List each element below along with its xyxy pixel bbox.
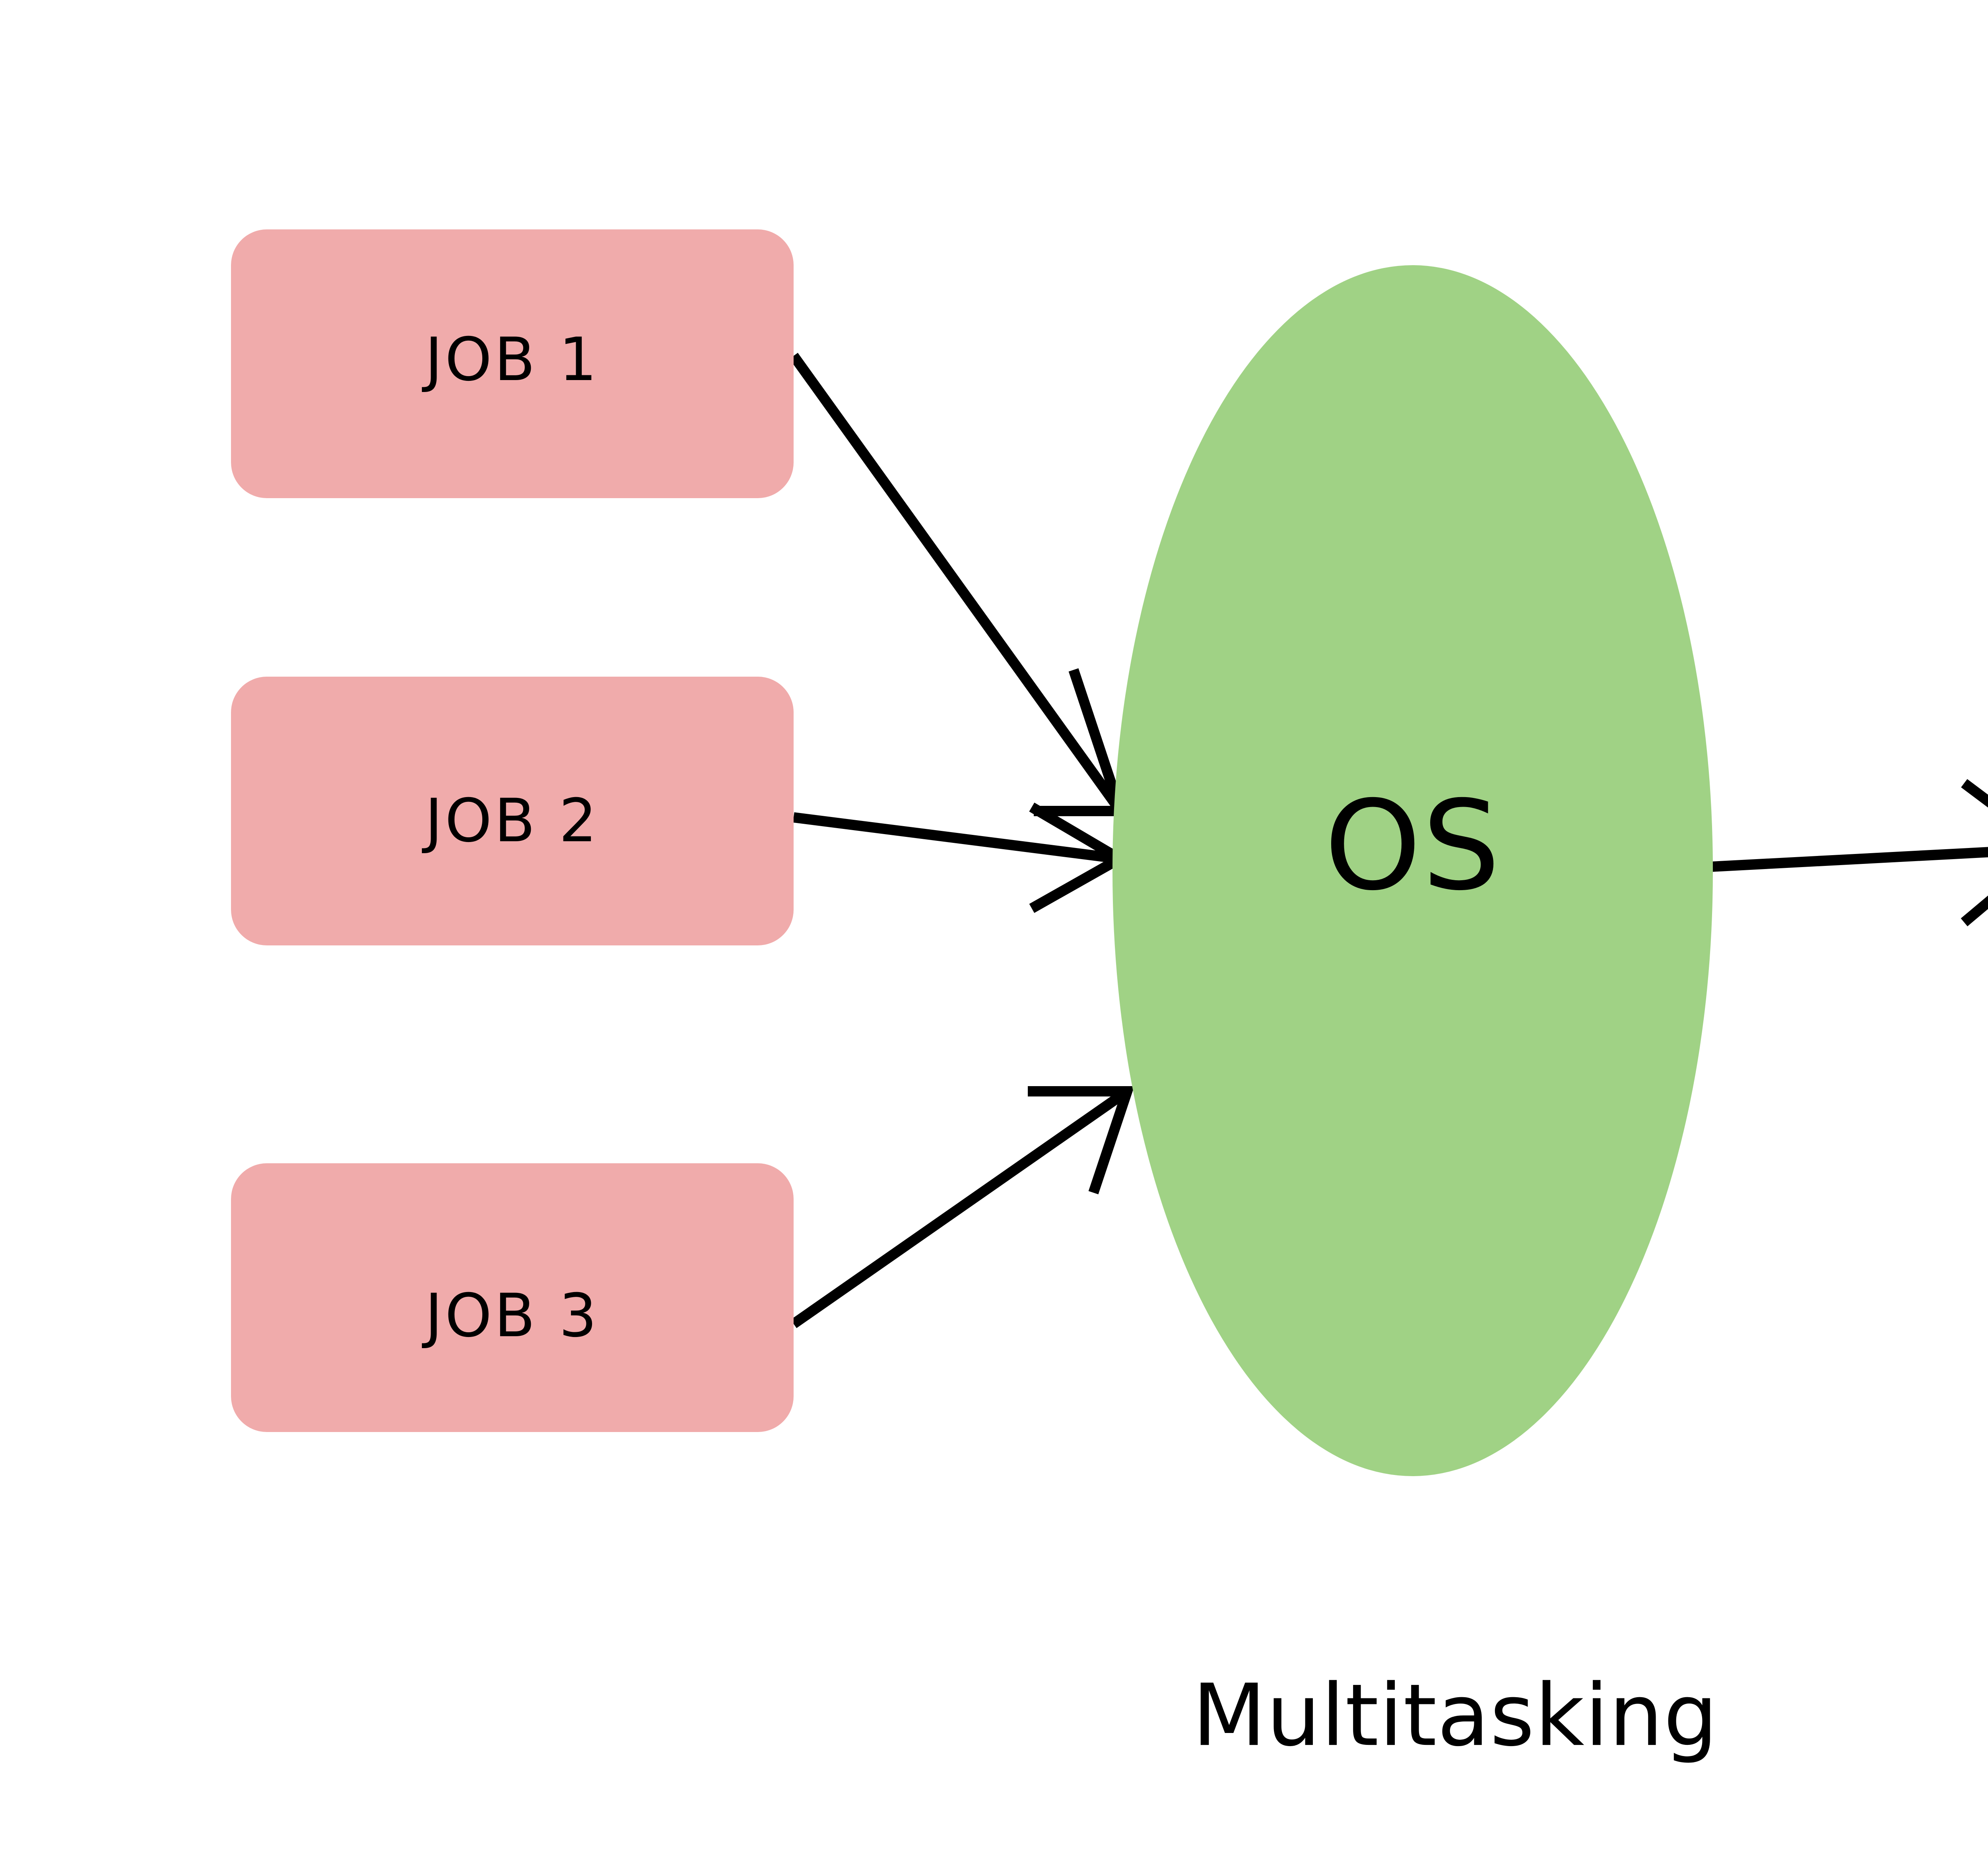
node-os[interactable]: OS bbox=[1112, 265, 1713, 1476]
job3-label: JOB 3 bbox=[422, 1281, 599, 1351]
edge-job1-to-os-line bbox=[789, 353, 1125, 814]
edge-job2-to-os-line bbox=[793, 812, 1120, 864]
node-job1[interactable]: JOB 1 bbox=[231, 229, 794, 498]
edge-os-to-cpu-line bbox=[1711, 847, 1988, 872]
edge-job1-to-os bbox=[789, 353, 1128, 816]
diagram-caption: Multitasking bbox=[1192, 1665, 1718, 1765]
job1-box[interactable] bbox=[231, 229, 794, 498]
os-ellipse[interactable] bbox=[1112, 265, 1713, 1476]
edge-job2-to-os bbox=[793, 802, 1130, 913]
job2-box[interactable] bbox=[231, 677, 794, 945]
edge-job3-to-os-arrowhead bbox=[1028, 1086, 1135, 1195]
edge-os-to-cpu bbox=[1711, 779, 1988, 926]
job1-label: JOB 1 bbox=[422, 325, 599, 394]
edge-job3-to-os-line bbox=[790, 1087, 1130, 1328]
os-label: OS bbox=[1324, 774, 1501, 918]
edge-job3-to-os bbox=[790, 1086, 1135, 1328]
node-job3[interactable]: JOB 3 bbox=[231, 1163, 794, 1432]
job2-label: JOB 2 bbox=[422, 786, 599, 856]
job3-box[interactable] bbox=[231, 1163, 794, 1432]
node-job2[interactable]: JOB 2 bbox=[231, 677, 794, 945]
